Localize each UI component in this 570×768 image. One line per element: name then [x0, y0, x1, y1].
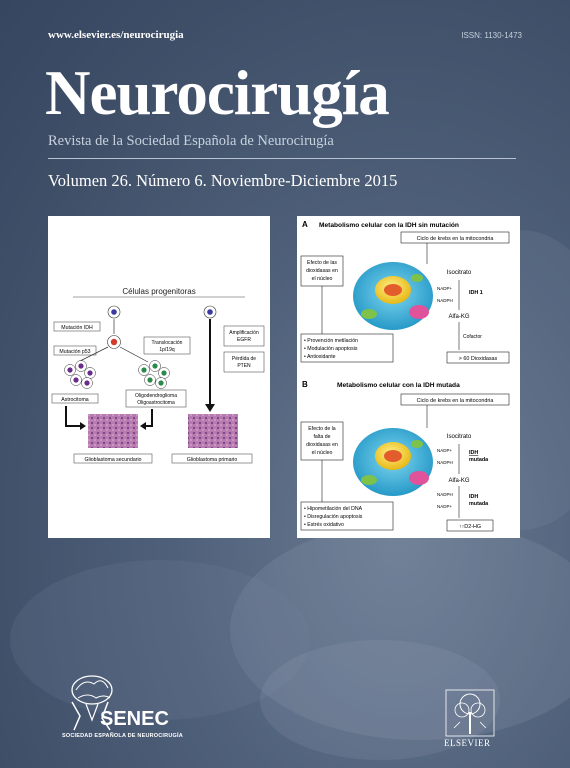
panel-b-result-3: • Estrés oxidativo — [304, 522, 344, 528]
panel-b-d2hg: ↑↑D2-HG — [459, 524, 481, 530]
label-egfr-amplification: Amplificación — [229, 330, 259, 336]
brain-background — [260, 640, 500, 760]
glioma-pathway-diagram: Células progenitoras Mutación IDH Mutaci… — [51, 287, 265, 464]
panel-b-akg: Alfa-KG — [448, 478, 469, 484]
society-name: SOCIEDAD ESPAÑOLA DE NEUROCIRUGÍA — [62, 733, 183, 739]
oligodendrocyte-cells — [138, 360, 170, 389]
svg-text:NADP+: NADP+ — [437, 286, 453, 291]
panel-b-letter: B — [302, 380, 308, 389]
label-idh-mutation: Mutación IDH — [61, 325, 93, 331]
panel-a-akg: Alfa-KG — [448, 314, 469, 320]
svg-text:NADP+: NADP+ — [437, 504, 453, 509]
panel-b-result-1: • Hipometilación del DNA — [304, 506, 363, 512]
svg-text:mutada: mutada — [469, 501, 489, 507]
divider — [48, 158, 516, 159]
histology-image-primary — [188, 414, 238, 448]
svg-text:falta de: falta de — [313, 434, 330, 440]
panel-b-effect: Efecto de la — [308, 426, 336, 432]
svg-text:mutada: mutada — [469, 457, 489, 463]
label-oligodendroglioma: Oligodendroglioma — [135, 393, 177, 399]
svg-text:PTEN: PTEN — [237, 363, 251, 369]
panel-a-result-3: • Antioxidante — [304, 354, 336, 360]
panel-b-isocitrate: Isocitrato — [447, 434, 472, 440]
right-figure: A Metabolismo celular con la IDH sin mut… — [297, 216, 520, 538]
panel-a-result-1: • Provención metilación — [304, 338, 358, 344]
label-primary-glioblastoma: Glioblastoma primario — [187, 457, 238, 463]
panel-a-result-2: • Modulación apoptosis — [304, 346, 358, 352]
brain-background — [230, 520, 570, 740]
svg-text:dioxidasas en: dioxidasas en — [306, 268, 338, 274]
label-astrocytoma: Astrocitoma — [61, 397, 89, 403]
brain-background — [10, 560, 310, 720]
svg-text:NADPH: NADPH — [437, 298, 453, 303]
svg-text:IDH: IDH — [469, 494, 478, 500]
svg-text:NADPH: NADPH — [437, 460, 453, 465]
cell-illustration-b — [353, 428, 433, 496]
panel-a-effect: Efecto de las — [307, 260, 337, 266]
svg-text:el núcleo: el núcleo — [312, 276, 333, 282]
panel-b-result-2: • Disregulación apoptosis — [304, 514, 363, 520]
panel-a-heading: Metabolismo celular con la IDH sin mutac… — [319, 222, 459, 229]
label-p53-mutation: Mutación p53 — [59, 349, 90, 355]
journal-subtitle: Revista de la Sociedad Española de Neuro… — [48, 133, 334, 149]
society-logo-text: SENEC — [100, 708, 169, 730]
idh-metabolism-diagram: A Metabolismo celular con la IDH sin mut… — [300, 220, 510, 532]
svg-text:NADPH: NADPH — [437, 492, 453, 497]
elsevier-tree-icon — [445, 689, 495, 737]
label-pten-loss: Pérdida de — [232, 356, 256, 362]
label-translocation: Translocación — [152, 340, 183, 346]
label-secondary-glioblastoma: Glioblastoma secundario — [84, 457, 141, 463]
publisher-name: ELSEVIER — [444, 738, 491, 748]
journal-title: Neurocirugía — [45, 58, 390, 128]
svg-text:dioxidasas en: dioxidasas en — [306, 442, 338, 448]
panel-a-idh: IDH 1 — [469, 290, 483, 296]
issn: ISSN: 1130-1473 — [461, 31, 522, 40]
panel-b-idh: IDH — [469, 450, 478, 456]
cell-illustration-a — [353, 262, 433, 330]
astrocyte-cells — [64, 360, 96, 389]
svg-text:Oligoastrocitoma: Oligoastrocitoma — [137, 400, 175, 406]
panel-a-cofactor: Cofactor — [463, 334, 482, 340]
histology-image-secondary — [88, 414, 138, 448]
senec-logo-icon — [71, 675, 113, 731]
panel-a-letter: A — [302, 220, 308, 229]
panel-a-krebs: Ciclo de krebs en la mitocondria — [417, 236, 494, 242]
journal-url[interactable]: www.elsevier.es/neurocirugia — [48, 29, 184, 41]
svg-text:el núcleo: el núcleo — [312, 450, 333, 456]
panel-b-heading: Metabolismo celular con la IDH mutada — [337, 382, 460, 389]
panel-a-isocitrate: Isocitrato — [447, 270, 472, 276]
svg-text:1p/19q: 1p/19q — [159, 347, 175, 353]
figure-heading: Células progenitoras — [122, 287, 195, 296]
svg-text:EGFR: EGFR — [237, 337, 251, 343]
panel-a-dioxidases: > 60 Dioxidasas — [459, 356, 498, 362]
left-figure: Células progenitoras Mutación IDH Mutaci… — [48, 216, 270, 538]
panel-b-krebs: Ciclo de krebs en la mitocondria — [417, 398, 494, 404]
svg-text:NADP+: NADP+ — [437, 448, 453, 453]
issue-info: Volumen 26. Número 6. Noviembre-Diciembr… — [48, 171, 398, 190]
